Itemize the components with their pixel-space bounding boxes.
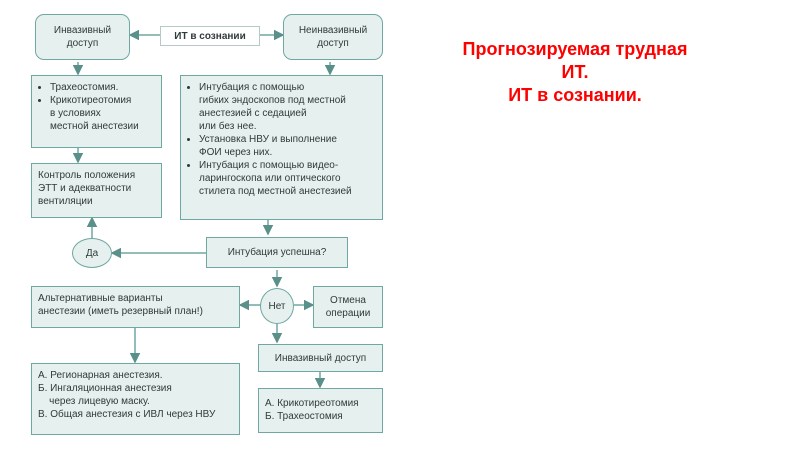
- control-line3: вентиляции: [38, 196, 93, 207]
- slide-title-line1: Прогнозируемая трудная: [462, 39, 688, 59]
- invasive-method-cricothyrotomy: Крикотиреотомия в условиях местной анест…: [50, 94, 155, 133]
- it-awake-label: ИТ в сознании: [174, 30, 246, 42]
- slide-title: Прогнозируемая трудная ИТ. ИТ в сознании…: [405, 38, 745, 107]
- alternatives-line1: Альтернативные варианты: [38, 293, 163, 304]
- noninvasive-access-box: Неинвазивный доступ: [283, 14, 383, 60]
- anesthesia-option-b2: через лицевую маску.: [38, 396, 150, 407]
- yes-label: Да: [85, 247, 99, 259]
- anesthesia-option-c: В. Общая анестезия с ИВЛ через НВУ: [38, 409, 216, 420]
- slide-title-line3: ИТ в сознании.: [508, 85, 642, 105]
- control-box: Контроль положения ЭТТ и адекватности ве…: [31, 163, 162, 218]
- noninvasive-methods-box: Интубация с помощью гибких эндоскопов по…: [180, 75, 383, 220]
- control-line1: Контроль положения: [38, 170, 136, 181]
- no-node: Нет: [260, 288, 294, 324]
- cancel-operation-box: Отмена операции: [313, 286, 383, 328]
- invasive-option-a: А. Крикотиреотомия: [265, 398, 359, 409]
- no-label: Нет: [268, 300, 286, 312]
- anesthesia-option-b: Б. Ингаляционная анестезия: [38, 383, 172, 394]
- noninvasive-access-line2: доступ: [317, 38, 349, 49]
- noninvasive-access-line1: Неинвазивный: [298, 25, 368, 36]
- invasive-access-line1: Инвазивный: [53, 25, 112, 36]
- invasive-access-box: Инвазивный доступ: [35, 14, 130, 60]
- cancel-line2: операции: [325, 308, 371, 319]
- invasive-access2-label: Инвазивный доступ: [274, 352, 367, 364]
- it-awake-box: ИТ в сознании: [160, 26, 260, 46]
- intubation-success-label: Интубация успешна?: [227, 247, 327, 258]
- anesthesia-options-box: А. Регионарная анестезия. Б. Ингаляционн…: [31, 363, 240, 435]
- invasive-access2-box: Инвазивный доступ: [258, 344, 383, 372]
- noninvasive-method-nvu: Установка НВУ и выполнение ФОИ через них…: [199, 133, 376, 159]
- cancel-line1: Отмена: [330, 295, 366, 306]
- alternatives-line2: анестезии (иметь резервный план!): [38, 306, 203, 317]
- invasive-method-tracheostomy: Трахеостомия.: [50, 81, 155, 94]
- invasive-access-line2: доступ: [66, 38, 99, 49]
- control-line2: ЭТТ и адекватности: [38, 183, 132, 194]
- intubation-success-box: Интубация успешна?: [206, 237, 348, 268]
- alternatives-box: Альтернативные варианты анестезии (иметь…: [31, 286, 240, 328]
- anesthesia-option-a: А. Регионарная анестезия.: [38, 370, 163, 381]
- yes-node: Да: [72, 238, 112, 268]
- invasive-methods-box: Трахеостомия. Крикотиреотомия в условиях…: [31, 75, 162, 148]
- noninvasive-method-endoscope: Интубация с помощью гибких эндоскопов по…: [199, 81, 376, 133]
- slide-title-line2: ИТ.: [561, 62, 589, 82]
- noninvasive-method-videolaryngoscope: Интубация с помощью видео- ларингоскопа …: [199, 159, 376, 198]
- invasive-option-b: Б. Трахеостомия: [265, 411, 343, 422]
- invasive-options-box: А. Крикотиреотомия Б. Трахеостомия: [258, 388, 383, 433]
